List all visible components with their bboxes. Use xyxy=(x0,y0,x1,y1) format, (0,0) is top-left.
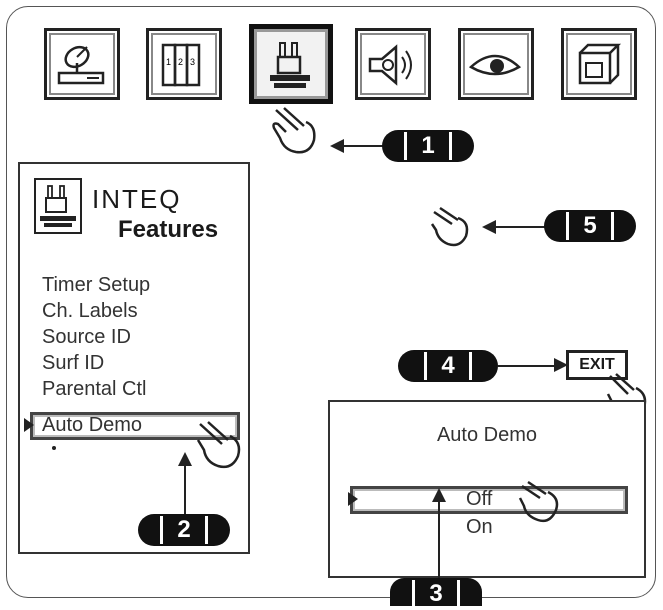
step-1-badge: 1 xyxy=(382,130,474,162)
step-5-badge: 5 xyxy=(544,210,636,242)
speaker-icon[interactable] xyxy=(355,28,431,100)
selection-arrow-icon xyxy=(24,418,34,432)
arrowhead-icon xyxy=(330,139,344,153)
pointing-hand-icon xyxy=(518,478,570,528)
arrowhead-icon xyxy=(178,452,192,466)
menu-item-auto-demo[interactable]: Auto Demo xyxy=(42,414,142,437)
features-robot-icon xyxy=(34,178,82,234)
option-on[interactable]: On xyxy=(466,516,493,539)
step-4-badge: 4 xyxy=(398,350,498,382)
menu-item-timer-setup[interactable]: Timer Setup xyxy=(42,274,150,297)
selection-arrow-icon xyxy=(348,492,358,506)
pointing-hand-icon xyxy=(196,418,252,474)
step-2-arrow xyxy=(184,464,186,514)
step-5-arrow xyxy=(492,226,552,228)
pointing-hand-icon xyxy=(270,100,330,160)
features-menu: INTEQ Features Timer Setup Ch. Labels So… xyxy=(18,162,250,554)
svg-text:3: 3 xyxy=(190,57,195,67)
pointing-hand-icon xyxy=(430,206,480,250)
menu-item-ch-labels[interactable]: Ch. Labels xyxy=(42,300,138,323)
option-off[interactable]: Off xyxy=(466,488,492,511)
menu-item-source-id[interactable]: Source ID xyxy=(42,326,131,349)
popup-title: Auto Demo xyxy=(330,424,644,447)
arrowhead-icon xyxy=(432,488,446,502)
cube-icon[interactable] xyxy=(561,28,637,100)
svg-text:2: 2 xyxy=(178,57,183,67)
menu-more-dot xyxy=(52,446,56,450)
step-3-badge: 3 xyxy=(390,578,482,606)
step-3-arrow xyxy=(438,500,440,580)
satellite-dish-icon[interactable] xyxy=(44,28,120,100)
step-4-arrow xyxy=(498,365,558,367)
arrowhead-icon xyxy=(482,220,496,234)
menu-title: Features xyxy=(118,216,218,244)
menu-item-surf-id[interactable]: Surf ID xyxy=(42,352,104,375)
books-icon[interactable]: 1 2 3 xyxy=(146,28,222,100)
svg-text:1: 1 xyxy=(166,57,171,67)
brand-logo: INTEQ xyxy=(92,184,181,215)
menu-item-parental-ctl[interactable]: Parental Ctl xyxy=(42,378,147,401)
features-robot-icon[interactable] xyxy=(249,24,333,104)
eye-icon[interactable] xyxy=(458,28,534,100)
step-2-badge: 2 xyxy=(138,514,230,546)
auto-demo-popup: Auto Demo Off On xyxy=(328,400,646,578)
